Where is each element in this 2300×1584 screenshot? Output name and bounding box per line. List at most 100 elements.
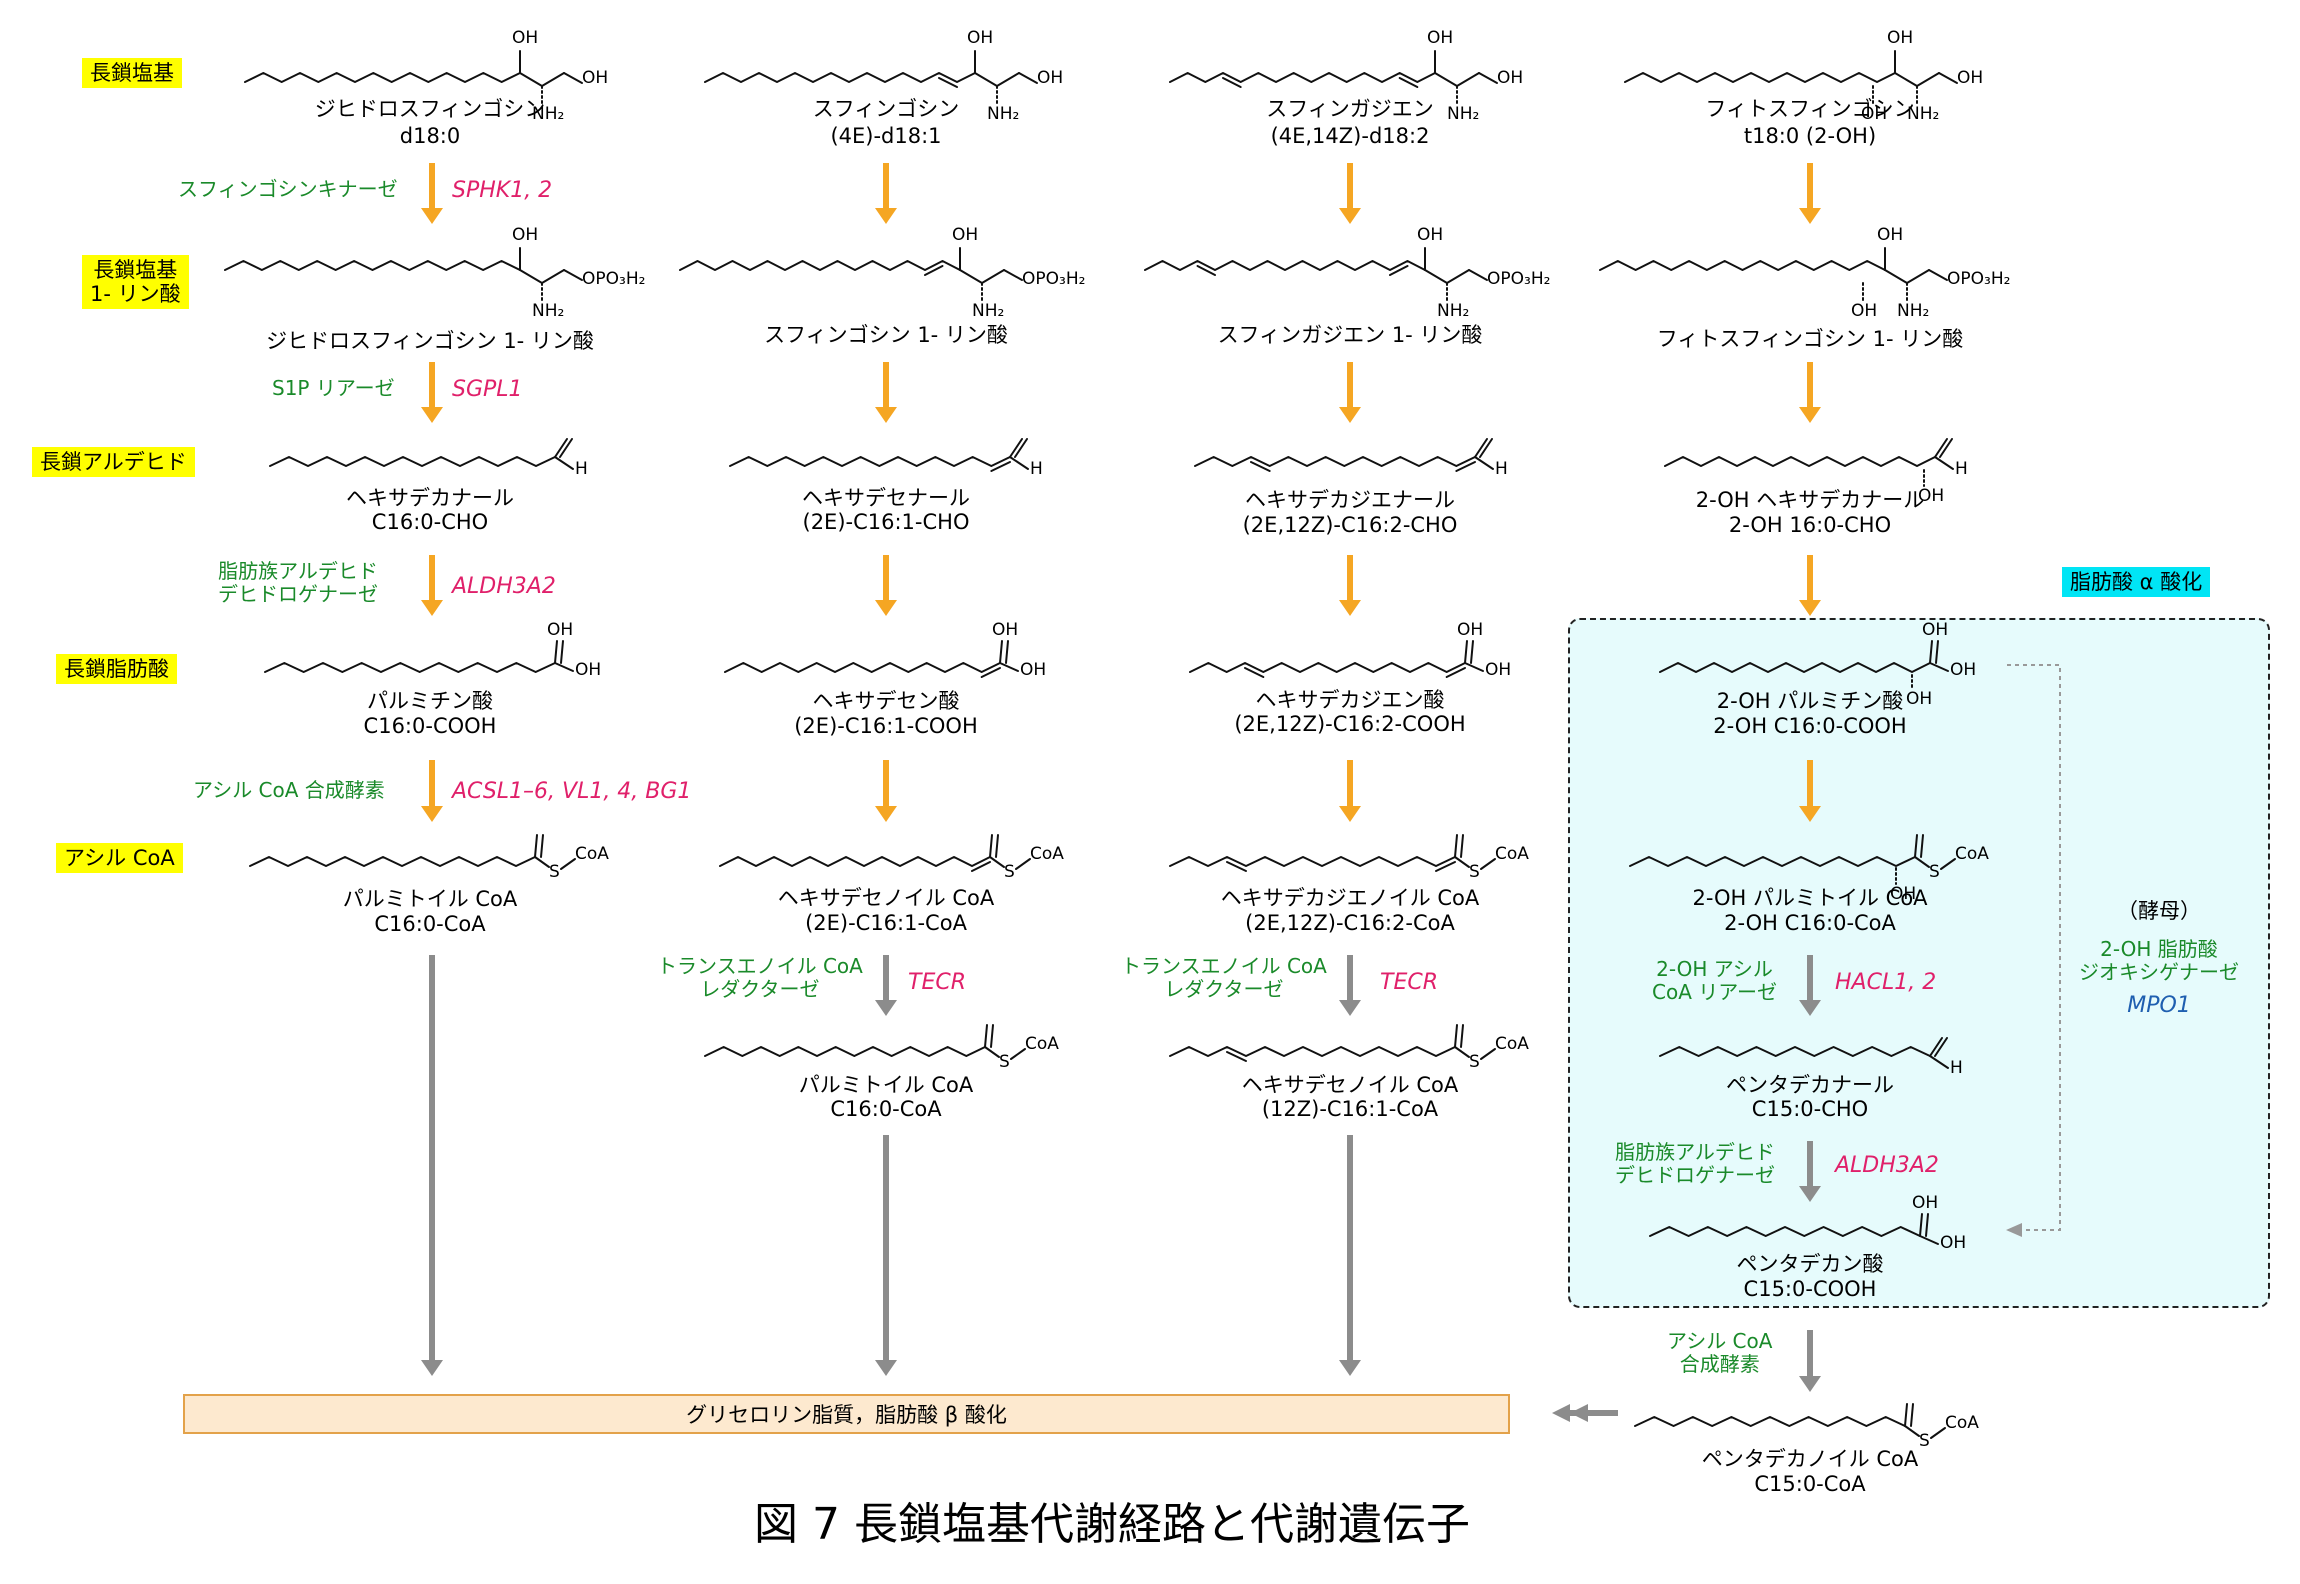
col4-fa-acid-co2 xyxy=(1935,640,1939,664)
col2-lcb-oh1: OH xyxy=(1037,68,1064,88)
col1-lcb-nh2-label: NH₂ xyxy=(532,104,565,124)
col2-fa-acid-co2 xyxy=(1005,640,1009,664)
col3-lcb-nh2-label: NH₂ xyxy=(1447,104,1480,124)
col2-red-name: パルミトイル CoA xyxy=(798,1073,974,1097)
col4-lcbp-chain xyxy=(1599,260,1886,271)
col4-c15fa-acid-co2 xyxy=(1925,1213,1929,1237)
col3-coa-coa-cs xyxy=(1454,856,1470,868)
col3-coa-coa-sc xyxy=(1480,858,1496,870)
col3-coa-coa: CoA xyxy=(1495,844,1529,864)
col3-red-coa-co xyxy=(1454,1024,1458,1048)
col2-coa-coa-cs xyxy=(989,856,1005,868)
col2-lcb-oh3-label: OH xyxy=(967,28,994,48)
col4-lcb-nh2-label: NH₂ xyxy=(1907,104,1940,124)
col2-coa-chain-double-bond xyxy=(971,861,991,872)
enzyme-faldh-line2: デヒドロゲナーゼ xyxy=(218,582,378,606)
col3-coa-chain xyxy=(1169,856,1456,867)
col2-ald-h: H xyxy=(1030,459,1043,479)
col2-red-coa-sc xyxy=(1010,1048,1026,1060)
col2-ald-ald-ch xyxy=(1009,456,1029,470)
col4-lcb-o xyxy=(1938,72,1958,84)
col4-lcb-oh4-label: OH xyxy=(1861,104,1888,124)
col4-c15fa-acid-co xyxy=(1919,1213,1923,1237)
col2-lcbp-chain-double-bond xyxy=(924,265,944,276)
col1-fa-name: パルミチン酸 xyxy=(367,689,493,713)
col1-fa-acid-co2 xyxy=(560,640,564,664)
col2-red-coa-co xyxy=(984,1024,988,1048)
col1-lcb-oh3-label: OH xyxy=(512,28,539,48)
col3-lcb-chain xyxy=(1169,72,1436,83)
gene-ter-b: TECR xyxy=(1380,970,1438,995)
col4-ald-ald-co2 xyxy=(1939,438,1953,458)
col4-coa-coa-co xyxy=(1914,834,1918,858)
col2-arrow-3 xyxy=(875,600,897,616)
col4-ald-ald-ch xyxy=(1934,456,1954,470)
col2-lcb-chain-double-bond xyxy=(938,77,958,88)
col4-fa-2oh: OH xyxy=(1906,689,1933,709)
col3-red-sub: (12Z)-C16:1-CoA xyxy=(1261,1097,1439,1121)
col2-coa-name: ヘキサデセノイル CoA xyxy=(777,886,995,910)
col2-arrow-2 xyxy=(875,407,897,423)
col3-fa-acid-co xyxy=(1464,640,1468,664)
col3-fa-chain-double-bond xyxy=(1445,667,1466,678)
yeast-label: （酵母） xyxy=(2117,899,2201,923)
col4-ald-name: 2-OH ヘキサデカナール xyxy=(1695,488,1925,512)
enzyme-faldh-line1: 脂肪族アルデヒド xyxy=(218,559,378,583)
col3-fa-acid-co2 xyxy=(1470,640,1474,664)
col4-lcbp-c2 xyxy=(1884,269,1908,284)
col2-ald-ald-co2 xyxy=(1014,438,1028,458)
col1-lcbp-chain xyxy=(224,260,521,271)
col1-lcb-sub: d18:0 xyxy=(399,124,461,148)
col3-ald-chain xyxy=(1194,456,1476,467)
col4-ald-h: H xyxy=(1955,459,1968,479)
col4-c15coa-coa: CoA xyxy=(1945,1413,1979,1433)
col4-c15coa-coa-co2 xyxy=(1910,1403,1914,1427)
col4-fa-o-label: OH xyxy=(1922,620,1949,640)
col3-arrow-2 xyxy=(1339,407,1361,423)
col4-fa-name: 2-OH パルミチン酸 xyxy=(1716,689,1904,713)
col2-lcb-chain xyxy=(704,72,976,83)
col3-red-coa-cs xyxy=(1454,1046,1470,1058)
gene-s1pl: SGPL1 xyxy=(452,377,523,402)
col4-arrow-4 xyxy=(1799,806,1821,822)
col2-fa-name: ヘキサデセン酸 xyxy=(812,689,960,713)
enzyme-acs: アシル CoA 合成酵素 xyxy=(193,778,385,802)
mpo1-dashed-arrowhead xyxy=(2006,1223,2022,1237)
col3-lcb-chain-double-bond xyxy=(1398,77,1419,88)
enzyme-acs2-line2: 合成酵素 xyxy=(1679,1352,1760,1376)
col2-red-coa: CoA xyxy=(1025,1034,1059,1054)
col2-red-coa-co2 xyxy=(990,1024,994,1048)
col1-fa-chain xyxy=(264,662,556,673)
col3-red-name: ヘキサデセノイル CoA xyxy=(1241,1073,1459,1097)
gene-ter-a: TECR xyxy=(908,970,966,995)
col4-lcbp-opo3h2: OPO₃H₂ xyxy=(1947,269,2011,289)
row-label-lcbp-line1: 長鎖塩基 xyxy=(93,258,178,282)
col4-c15fa-name: ペンタデカン酸 xyxy=(1736,1252,1884,1276)
col2-lcb-c2 xyxy=(974,72,998,87)
col3-lcb-c2 xyxy=(1434,72,1458,87)
col1-arrow-2 xyxy=(421,407,443,423)
col4-ald-2oh: OH xyxy=(1918,486,1945,506)
col3-fa-name: ヘキサデカジエン酸 xyxy=(1255,688,1445,712)
col2-red-sub: C16:0-CoA xyxy=(830,1097,942,1121)
col1-coa-coa-co xyxy=(534,834,538,858)
col3-arrow-4 xyxy=(1339,806,1361,822)
col1-lcb-chain xyxy=(244,72,521,83)
col4-lcbp-name: フィトスフィンゴシン 1- リン酸 xyxy=(1656,327,1964,351)
to-destination-arrowhead-1 xyxy=(1552,1404,1570,1422)
col3-red-chain-double-bond xyxy=(1226,1051,1247,1062)
col2-lcbp-c1 xyxy=(981,269,1005,284)
col4-lcbp-oh4-label: OH xyxy=(1851,301,1878,321)
col3-fa-oh: OH xyxy=(1485,660,1512,680)
gene-acs: ACSL1–6, VL1, 4, BG1 xyxy=(452,779,692,804)
figure-title: 図 7 長鎖塩基代謝経路と代謝遺伝子 xyxy=(754,1499,1470,1550)
col3-ald-ald-co xyxy=(1474,438,1488,458)
col3-coa-s: S xyxy=(1469,862,1480,882)
enzyme-faldh2-line2: デヒドロゲナーゼ xyxy=(1615,1163,1775,1187)
col3-lcb-o xyxy=(1478,72,1498,84)
col3-ald-chain-double-bond xyxy=(1250,461,1271,472)
col4-fa-oh: OH xyxy=(1950,660,1977,680)
col4-c15ald-chain xyxy=(1659,1046,1931,1057)
enzyme-ter-b-line1: トランスエノイル CoA xyxy=(1121,954,1327,978)
